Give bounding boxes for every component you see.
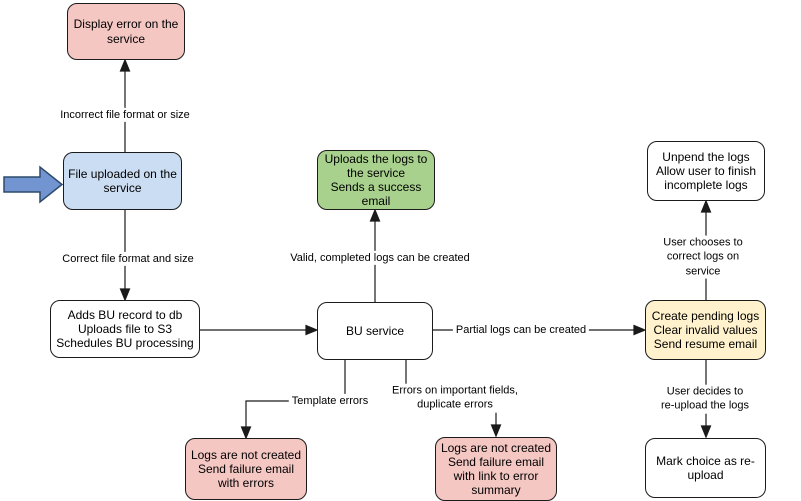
edge-label-correct-format: Correct file format and size <box>59 251 197 267</box>
node-failure-fields: Logs are not created Send failure email … <box>435 437 557 501</box>
arrowhead-right-bu-service <box>305 324 319 336</box>
node-success-email: Uploads the logs to the service Sends a … <box>317 150 435 210</box>
node-mark-reupload: Mark choice as re- upload <box>645 438 766 498</box>
node-adds-bu-record: Adds BU record to db Uploads file to S3 … <box>50 300 200 358</box>
arrowhead-up-display-error <box>119 58 131 72</box>
arrowhead-down-adds-bu <box>119 288 131 302</box>
arrowhead-right-pending <box>633 324 647 336</box>
edge-label-incorrect-format: Incorrect file format or size <box>57 107 193 123</box>
node-bu-service: BU service <box>317 302 433 360</box>
arrowhead-up-unpend <box>700 199 712 213</box>
edge-label-field-errors: Errors on important fields, duplicate er… <box>389 383 521 413</box>
node-display-error: Display error on the service <box>67 3 185 60</box>
node-failure-template: Logs are not created Send failure email … <box>185 438 307 500</box>
arrowhead-up-success <box>369 208 381 222</box>
node-file-uploaded: File uploaded on the service <box>63 152 182 210</box>
arrowhead-down-fail-template <box>240 426 252 440</box>
edge-label-valid-logs: Valid, completed logs can be created <box>287 250 473 266</box>
arrowhead-down-fail-fields <box>490 424 502 438</box>
edge-label-partial-logs: Partial logs can be created <box>452 322 590 338</box>
node-create-pending: Create pending logs Clear invalid values… <box>645 300 766 360</box>
node-unpend-logs: Unpend the logs Allow user to finish inc… <box>647 141 765 201</box>
arrowhead-down-mark-reupload <box>700 425 712 439</box>
edge-label-template-errors: Template errors <box>288 393 372 409</box>
edge-label-correct-on-service: User chooses to correct logs on service <box>654 235 752 279</box>
entry-arrow-icon <box>3 165 64 204</box>
edge-label-reupload: User decides to re-upload the logs <box>657 384 753 414</box>
